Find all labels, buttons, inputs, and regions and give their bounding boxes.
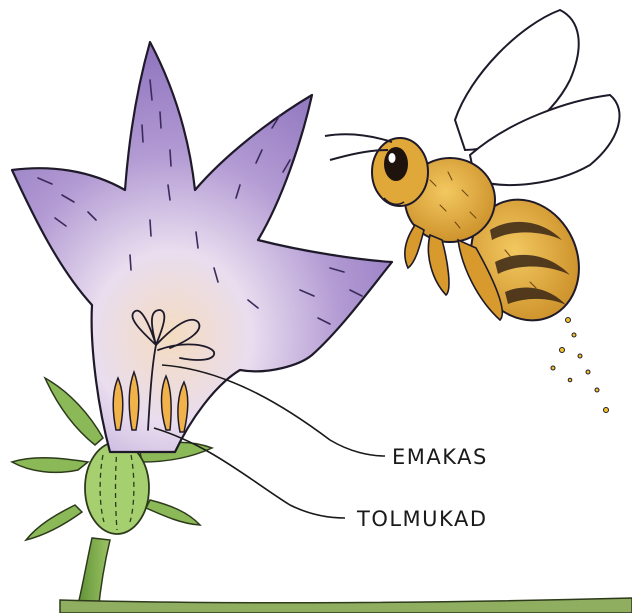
bee-antenna-1 [325, 134, 392, 142]
ovary [85, 442, 149, 534]
bee-eye [384, 147, 408, 181]
ground-edge [60, 598, 632, 613]
flower-petals [12, 42, 392, 452]
stamens-label: TOLMUKAD [356, 507, 487, 531]
stamens-leader-line [154, 428, 345, 518]
pollen-grains [551, 318, 609, 413]
pistil-label: EMAKAS [392, 445, 488, 469]
